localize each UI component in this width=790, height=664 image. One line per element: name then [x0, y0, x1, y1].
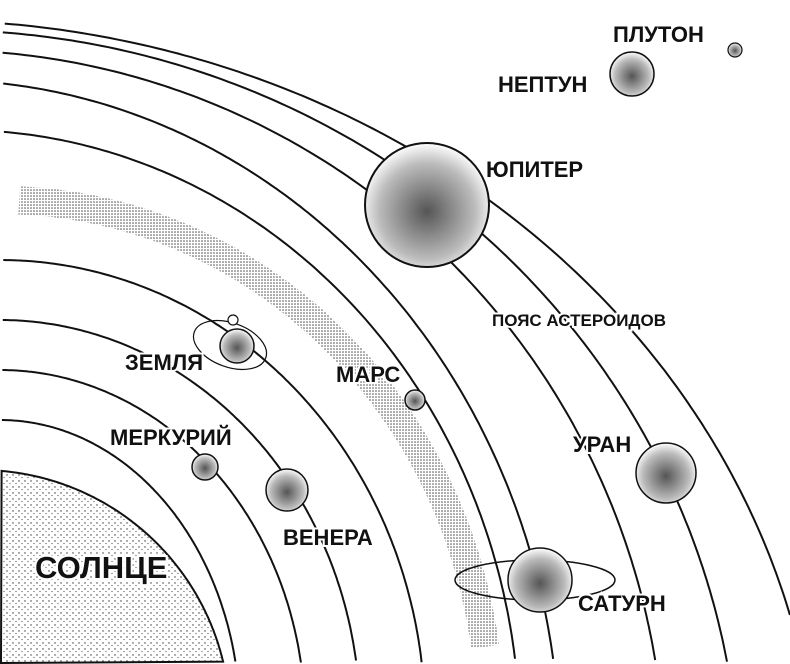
planet-pluto [727, 42, 743, 58]
planet-saturn [507, 547, 573, 613]
moon [227, 314, 239, 326]
asteroid-belt [18, 186, 499, 649]
label-neptune: НЕПТУН [498, 72, 587, 97]
label-earth: ЗЕМЛЯ [125, 350, 203, 375]
planet-uranus [635, 442, 697, 504]
label-sun: СОЛНЦЕ [35, 550, 167, 585]
moon-orbit [192, 319, 268, 371]
orbit-mercury [1, 419, 237, 662]
label-pluto: ПЛУТОН [613, 22, 704, 47]
planet-jupiter [364, 142, 490, 268]
label-uranus: УРАН [573, 432, 631, 457]
orbit-mars [3, 259, 423, 663]
planet-neptune [609, 51, 655, 97]
label-mercury: МЕРКУРИЙ [110, 425, 232, 450]
orbit-saturn [3, 82, 555, 660]
orbit-earth [2, 319, 357, 661]
planet-venus [265, 468, 309, 512]
label-venus: ВЕНЕРА [283, 525, 373, 550]
label-saturn: САТУРН [578, 591, 666, 616]
orbit-pluto [4, 22, 790, 616]
orbit-venus [2, 369, 302, 663]
planet-mars [404, 389, 426, 411]
orbit-jupiter [3, 130, 516, 659]
label-asteroid-belt: ПОЯС АСТЕРОИДОВ [492, 311, 666, 330]
label-jupiter: ЮПИТЕР [486, 157, 583, 182]
sun [0, 469, 225, 664]
planet-earth [219, 328, 255, 364]
planet-mercury [191, 453, 219, 481]
label-mars: МАРС [336, 362, 400, 387]
